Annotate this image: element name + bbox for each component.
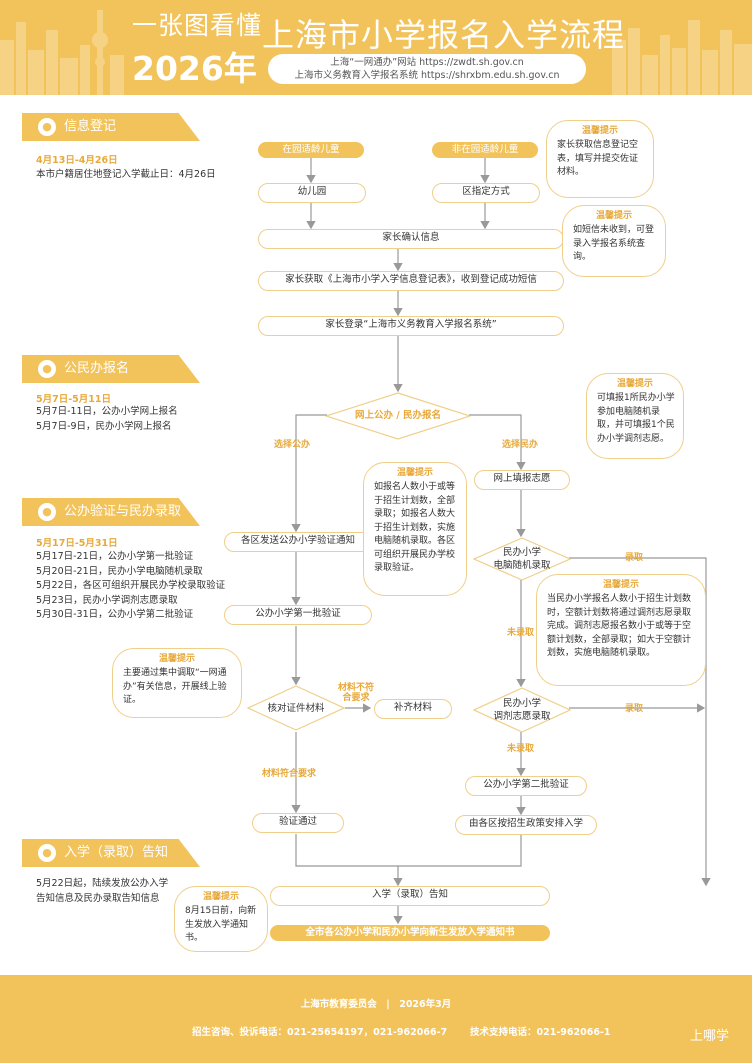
node-district-arrange: 由各区按招生政策安排入学 (455, 815, 597, 835)
node-district-method: 区指定方式 (432, 183, 540, 203)
footer (0, 975, 752, 1063)
node-second-verify: 公办小学第二批验证 (465, 776, 587, 796)
footer-logo: 上哪学 (690, 1029, 730, 1044)
section-title: 信息登记 (64, 119, 117, 134)
section-date: 5月17日-5月31日 (36, 538, 118, 549)
section-bar-verify-admit: ● 公办验证与民办录取 (22, 498, 200, 526)
label-docs-not-ok: 材料不符合要求 (338, 683, 375, 703)
tip-cloud-3: 温馨提示可填报1所民办小学参加电脑随机录取，并可填报1个民办小学调剂志愿。 (586, 373, 684, 459)
footer-org: 上海市教育委员会 | 2026年3月 (300, 999, 452, 1010)
section-date: 4月13日-4月26日 (36, 155, 118, 166)
tip-cloud-1: 温馨提示家长获取信息登记空表，填写并提交佐证材料。 (546, 120, 654, 198)
person-icon: ● (38, 360, 56, 378)
tip-cloud-2: 温馨提示如短信未收到，可登录入学报名系统查询。 (562, 205, 666, 277)
diamond-private-adjust (473, 687, 571, 733)
header-small-title: 一张图看懂 (132, 11, 263, 40)
section-bar-admission-notice: ● 入学（录取）告知 (22, 839, 200, 867)
diamond-private-random (473, 537, 571, 581)
section-text: 5月22日起，陆续发放公办入学 告知信息及民办录取告知信息 (36, 878, 169, 904)
node-verify-pass: 验证通过 (252, 813, 344, 833)
skyline-decoration (0, 10, 752, 95)
node-supplement: 补齐材料 (374, 699, 452, 719)
node-login-system: 家长登录“上海市义务教育入学报名系统” (258, 316, 564, 336)
pill-not-in-kindergarten: 非在园适龄儿童 (432, 142, 538, 158)
diamond-check-docs-label: 核对证件材料 (267, 703, 325, 714)
person-icon: ● (38, 844, 56, 862)
section-text: 本市户籍居住地登记入学截止日：4月26日 (36, 169, 216, 180)
person-icon: ● (38, 118, 56, 136)
node-parent-confirm: 家长确认信息 (258, 229, 564, 249)
label-choose-private: 选择民办 (502, 440, 539, 450)
label-not-admitted-1: 未录取 (507, 628, 535, 638)
footer-consult-phone: 招生咨询、投诉电话：021-25654197，021-962066-7 (192, 1027, 448, 1038)
section-text: 5月17日-21日，公办小学第一批验证 5月20日-21日，民办小学电脑随机录取… (36, 551, 226, 620)
tip-cloud-4: 温馨提示如报名人数小于或等于招生计划数，全部录取；如报名人数大于招生计划数，实施… (363, 462, 467, 596)
section-title: 公办验证与民办录取 (64, 504, 182, 519)
node-get-form: 家长获取《上海市小学入学信息登记表》，收到登记成功短信 (258, 271, 564, 291)
node-final-notice: 全市各公办小学和民办小学向新生发放入学通知书 (270, 925, 550, 941)
node-kindergarten: 幼儿园 (258, 183, 366, 203)
url-zwdt[interactable]: 上海“一网通办”网站 https://zwdt.sh.gov.cn (330, 57, 524, 68)
label-admitted-2: 录取 (625, 704, 644, 714)
section-text: 5月7日-11日，公办小学网上报名 5月7日-9日，民办小学网上报名 (36, 406, 178, 432)
section-bar-registration: ● 公民办报名 (22, 355, 200, 383)
footer-support-phone: 技术支持电话：021-962066-1 (470, 1027, 611, 1038)
pill-in-kindergarten: 在园适龄儿童 (258, 142, 364, 158)
header-year: 2026年 (132, 49, 257, 88)
diamond-private-random-label: 民办小学电脑随机录取 (493, 547, 551, 571)
label-not-admitted-2: 未录取 (507, 744, 535, 754)
diamond-private-adjust-label: 民办小学调剂志愿录取 (493, 698, 551, 722)
diamond-register-label: 网上公办 / 民办报名 (354, 410, 442, 421)
diamond-register (325, 392, 471, 440)
url-shrxbm[interactable]: 上海市义务教育入学报名系统 https://shrxbm.edu.sh.gov.… (294, 70, 560, 81)
node-fill-wish: 网上填报志愿 (474, 470, 570, 490)
label-docs-ok: 材料符合要求 (262, 769, 317, 779)
node-district-notice: 各区发送公办小学验证通知 (224, 532, 372, 552)
node-admission-notice: 入学（录取）告知 (270, 886, 550, 906)
tip-cloud-6: 温馨提示主要通过集中调取“一网通办”有关信息，开展线上验证。 (112, 648, 242, 718)
section-title: 入学（录取）告知 (64, 845, 169, 860)
section-date: 5月7日-5月11日 (36, 394, 111, 405)
tip-cloud-5: 温馨提示当民办小学报名人数小于招生计划数时，空额计划数将通过调剂志愿录取完成。调… (536, 574, 706, 686)
diamond-check-docs (247, 685, 345, 731)
label-choose-public: 选择公办 (274, 440, 311, 450)
url-box: 上海“一网通办”网站 https://zwdt.sh.gov.cn 上海市义务教… (268, 54, 586, 84)
section-bar-info-register: ● 信息登记 (22, 113, 200, 141)
header-title: 上海市小学报名入学流程 (262, 16, 626, 54)
node-first-verify: 公办小学第一批验证 (224, 605, 372, 625)
person-icon: ● (38, 503, 56, 521)
section-title: 公民办报名 (64, 361, 130, 376)
label-admitted-1: 录取 (625, 553, 644, 563)
